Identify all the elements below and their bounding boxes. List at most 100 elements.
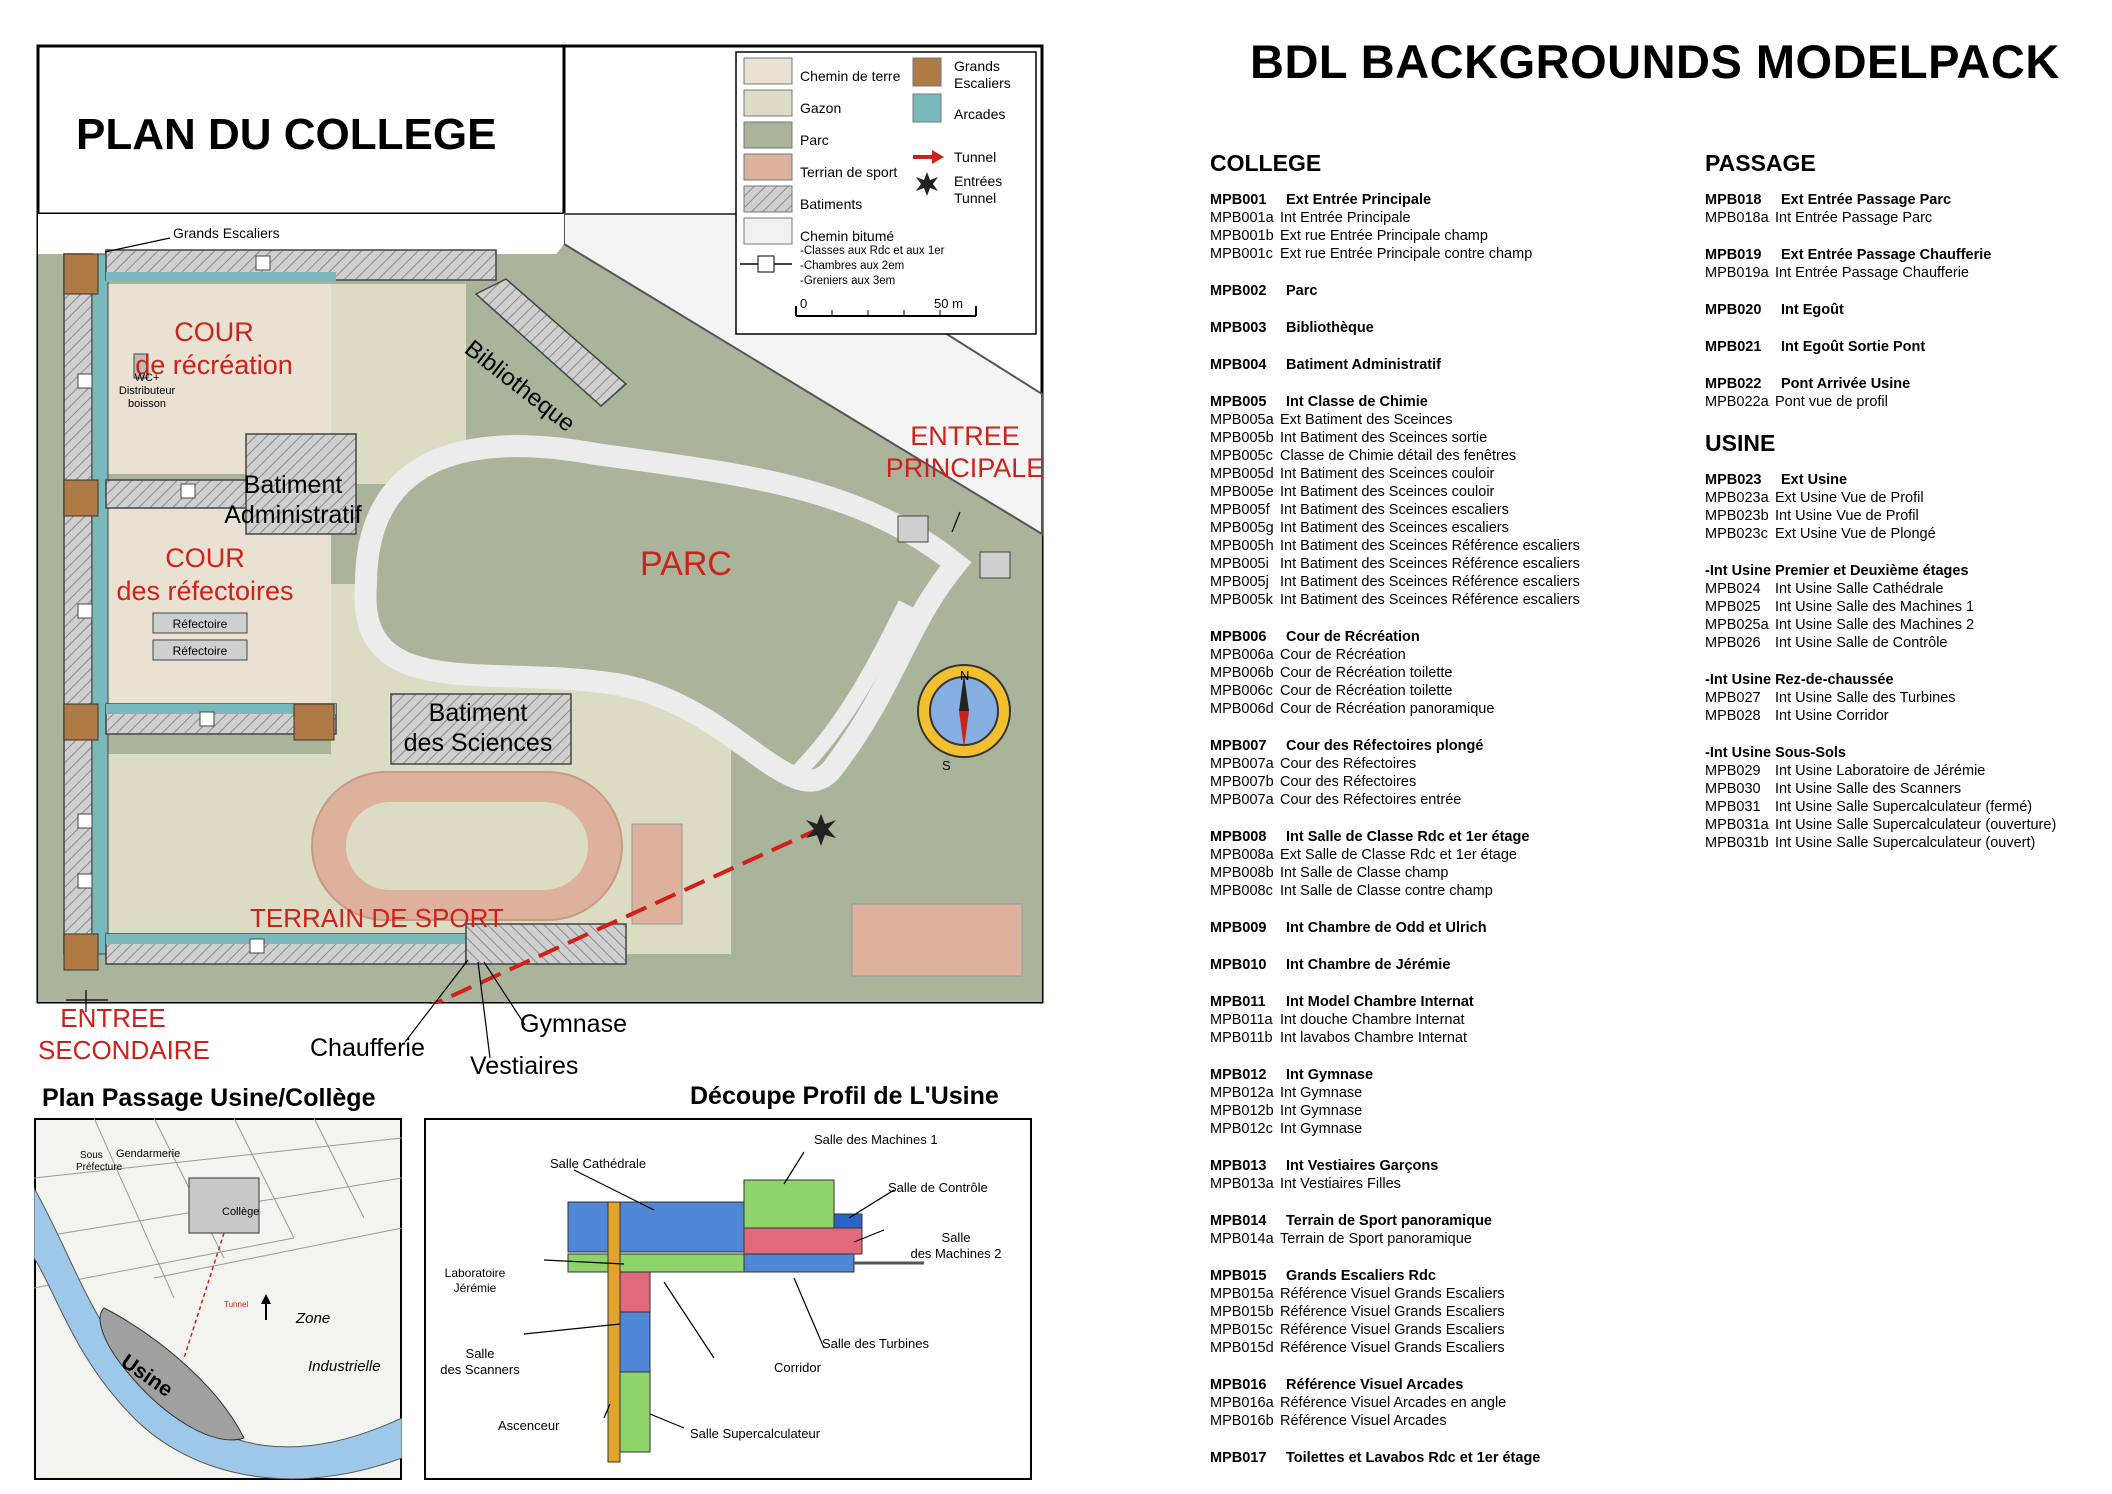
model-entry: MPB013 Int Vestiaires Garçons xyxy=(1210,1157,1690,1175)
legend-item: Batiments xyxy=(800,196,863,212)
legend-grands-escaliers-line1: Grands xyxy=(954,58,1000,74)
passage-map xyxy=(33,1117,403,1480)
section-title: PASSAGE xyxy=(1705,150,1816,176)
label-gymnase: Gymnase xyxy=(520,1010,627,1038)
legend-grands-escaliers: Grands Escaliers xyxy=(954,58,1011,92)
model-code: MPB026 xyxy=(1705,635,1761,651)
model-code: MPB006b xyxy=(1210,665,1274,681)
model-code: MPB013 xyxy=(1210,1158,1267,1174)
model-description: Toilettes et Lavabos Rdc et 1er étage xyxy=(1286,1450,1541,1466)
model-description: Int Usine Salle des Turbines xyxy=(1775,690,1956,706)
model-code: MPB025a xyxy=(1705,617,1769,633)
label-entree-principale-line1: ENTREE xyxy=(910,421,1020,451)
model-description: Ext Salle de Classe Rdc et 1er étage xyxy=(1280,847,1517,863)
model-code: MPB012b xyxy=(1210,1103,1274,1119)
label-entree-secondaire-line1: ENTREE xyxy=(60,1003,166,1033)
label-cour-recreation-line2: de récréation xyxy=(135,350,293,380)
model-description: Int Egoût Sortie Pont xyxy=(1781,339,1926,355)
model-description: Int Gymnase xyxy=(1280,1085,1363,1101)
model-description: Batiment Administratif xyxy=(1286,357,1441,373)
label-chaufferie: Chaufferie xyxy=(310,1034,425,1062)
label-batiment-sciences-line1: Batiment xyxy=(428,699,528,727)
model-code: MPB006a xyxy=(1210,647,1274,663)
model-description: Int douche Chambre Internat xyxy=(1280,1012,1465,1028)
model-description: Cour de Récréation toilette xyxy=(1280,665,1453,681)
model-code: MPB024 xyxy=(1705,581,1761,597)
model-code: MPB018a xyxy=(1705,210,1769,226)
model-code: MPB015a xyxy=(1210,1286,1274,1302)
model-code: MPB028 xyxy=(1705,708,1761,724)
legend-floors-line: -Greniers aux 3em xyxy=(800,275,896,287)
model-description: Ext Entrée Passage Chaufferie xyxy=(1781,247,1992,263)
model-description: Cour de Récréation xyxy=(1286,629,1420,645)
label-entree-principale-line2: PRINCIPALE xyxy=(885,453,1045,483)
profile-label-salle-machines-2-line2: des Machines 2 xyxy=(910,1246,1002,1261)
model-code: MPB014a xyxy=(1210,1231,1274,1247)
legend-item: Terrian de sport xyxy=(800,164,898,180)
model-description: Ext Batiment des Sceinces xyxy=(1280,412,1453,428)
passage-map-svg xyxy=(33,1117,403,1480)
model-description: Int Usine Salle Cathédrale xyxy=(1775,581,1944,597)
model-description: Int Salle de Classe Rdc et 1er étage xyxy=(1286,829,1530,845)
model-description: Int Entrée Passage Parc xyxy=(1775,210,1933,226)
model-description: Int Usine Salle des Machines 1 xyxy=(1775,599,1975,615)
label-wc: WC+ Distributeur boisson xyxy=(112,372,182,411)
model-code: MPB018 xyxy=(1705,192,1762,208)
model-description: Int Model Chambre Internat xyxy=(1286,994,1474,1010)
legend-grands-escaliers-line2: Escaliers xyxy=(954,75,1011,91)
model-description: Int Vestiaires Garçons xyxy=(1286,1158,1439,1174)
model-entry: MPB018a Int Entrée Passage Parc xyxy=(1705,209,2090,227)
label-wc-line2: Distributeur xyxy=(118,385,176,397)
model-description: Int Classe de Chimie xyxy=(1286,394,1428,410)
model-code: MPB031b xyxy=(1705,835,1769,851)
model-code: MPB005b xyxy=(1210,430,1274,446)
model-description: Int Batiment des Sceinces Référence esca… xyxy=(1280,574,1580,590)
model-code: MPB015 xyxy=(1210,1268,1267,1284)
model-entry: MPB006b Cour de Récréation toilette xyxy=(1210,664,1690,682)
profile-label-salle-supercalculateur: Salle Supercalculateur xyxy=(690,1426,821,1441)
scale-end: 50 m xyxy=(934,296,963,311)
model-code: MPB012c xyxy=(1210,1121,1273,1137)
college-map xyxy=(36,44,1044,1047)
model-code: MPB007a xyxy=(1210,756,1274,772)
model-description: Int Batiment des Sceinces escaliers xyxy=(1280,502,1509,518)
passage-label-industrielle: Industrielle xyxy=(308,1358,381,1375)
model-code: MPB008b xyxy=(1210,865,1274,881)
model-description: Ext Entrée Principale xyxy=(1286,192,1432,208)
model-entry: MPB024 Int Usine Salle Cathédrale xyxy=(1705,580,2090,598)
legend-entrees-tunnel-line2: Tunnel xyxy=(954,190,997,206)
label-parc: PARC xyxy=(640,545,732,583)
model-description: Int Entrée Passage Chaufferie xyxy=(1775,265,1969,281)
